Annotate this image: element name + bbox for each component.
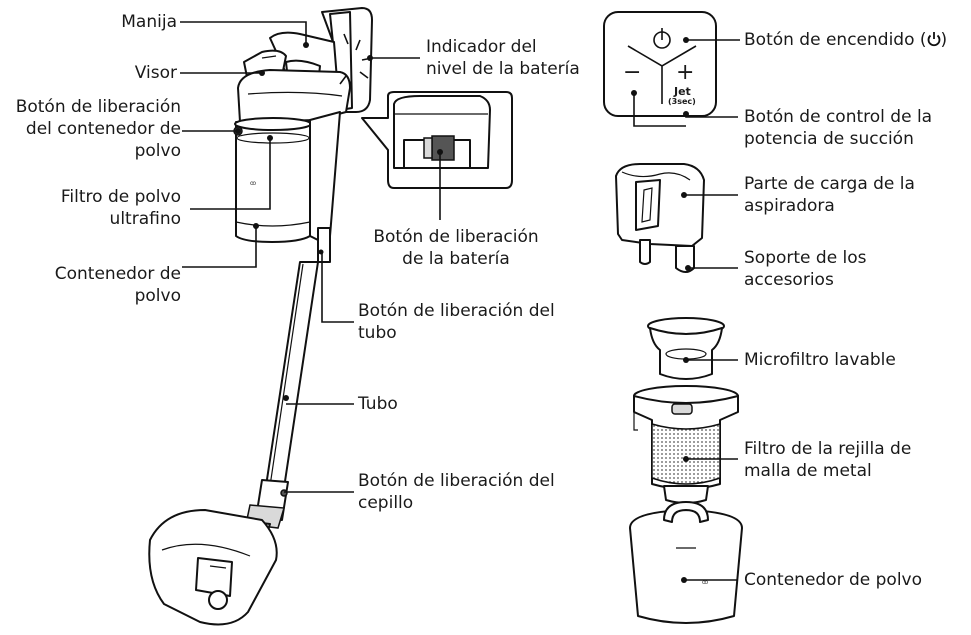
label-contenedor-polvo-left: Contenedor de polvo	[54, 264, 181, 306]
label-indicador-bateria: Indicador del nivel de la batería	[426, 37, 580, 79]
label-boton-control-potencia: Botón de control de la potencia de succi…	[744, 107, 933, 149]
microfilter	[647, 317, 725, 380]
label-parte-carga: Parte de carga de la aspiradora	[744, 174, 915, 216]
battery-indicator-marks	[339, 33, 373, 85]
label-boton-liberacion-tubo: Botón de liberación del tubo	[358, 301, 555, 343]
label-tubo: Tubo	[358, 394, 398, 414]
panel-minus-label: −	[623, 60, 642, 85]
panel-plus-label: +	[676, 60, 695, 85]
label-boton-liberacion-contenedor: Botón de liberación del contenedor de po…	[15, 97, 181, 161]
dust-container-right: ꝏ	[629, 501, 743, 624]
label-visor: Visor	[134, 63, 177, 83]
charging-part	[615, 163, 705, 273]
label-filtro-ultrafino: Filtro de polvo ultrafino	[60, 187, 181, 229]
label-boton-liberacion-cepillo: Botón de liberación del cepillo	[358, 471, 555, 513]
battery-zoom-inset	[361, 91, 513, 189]
label-microfiltro: Microfiltro lavable	[744, 350, 896, 370]
label-soporte-accesorios: Soporte de los accesorios	[744, 248, 867, 290]
pointer-lines	[180, 21, 740, 581]
label-boton-encendido: Botón de encendido ()	[744, 30, 948, 50]
control-panel	[603, 11, 717, 117]
panel-jet-label: Jet	[674, 85, 691, 98]
label-contenedor-polvo-right: Contenedor de polvo	[744, 570, 923, 590]
label-manija: Manija	[121, 12, 177, 32]
label-boton-liberacion-bateria: Botón de liberación de la batería	[373, 227, 539, 269]
metal-mesh-filter	[633, 385, 739, 504]
svg-text:ꝏ: ꝏ	[702, 579, 708, 586]
power-icon	[927, 31, 941, 47]
vacuum-body: ꝏ	[148, 7, 373, 626]
label-filtro-rejilla: Filtro de la rejilla de malla de metal	[744, 439, 912, 481]
svg-text:ꝏ: ꝏ	[250, 180, 256, 187]
panel-jet-sub-label: (3sec)	[668, 97, 696, 106]
